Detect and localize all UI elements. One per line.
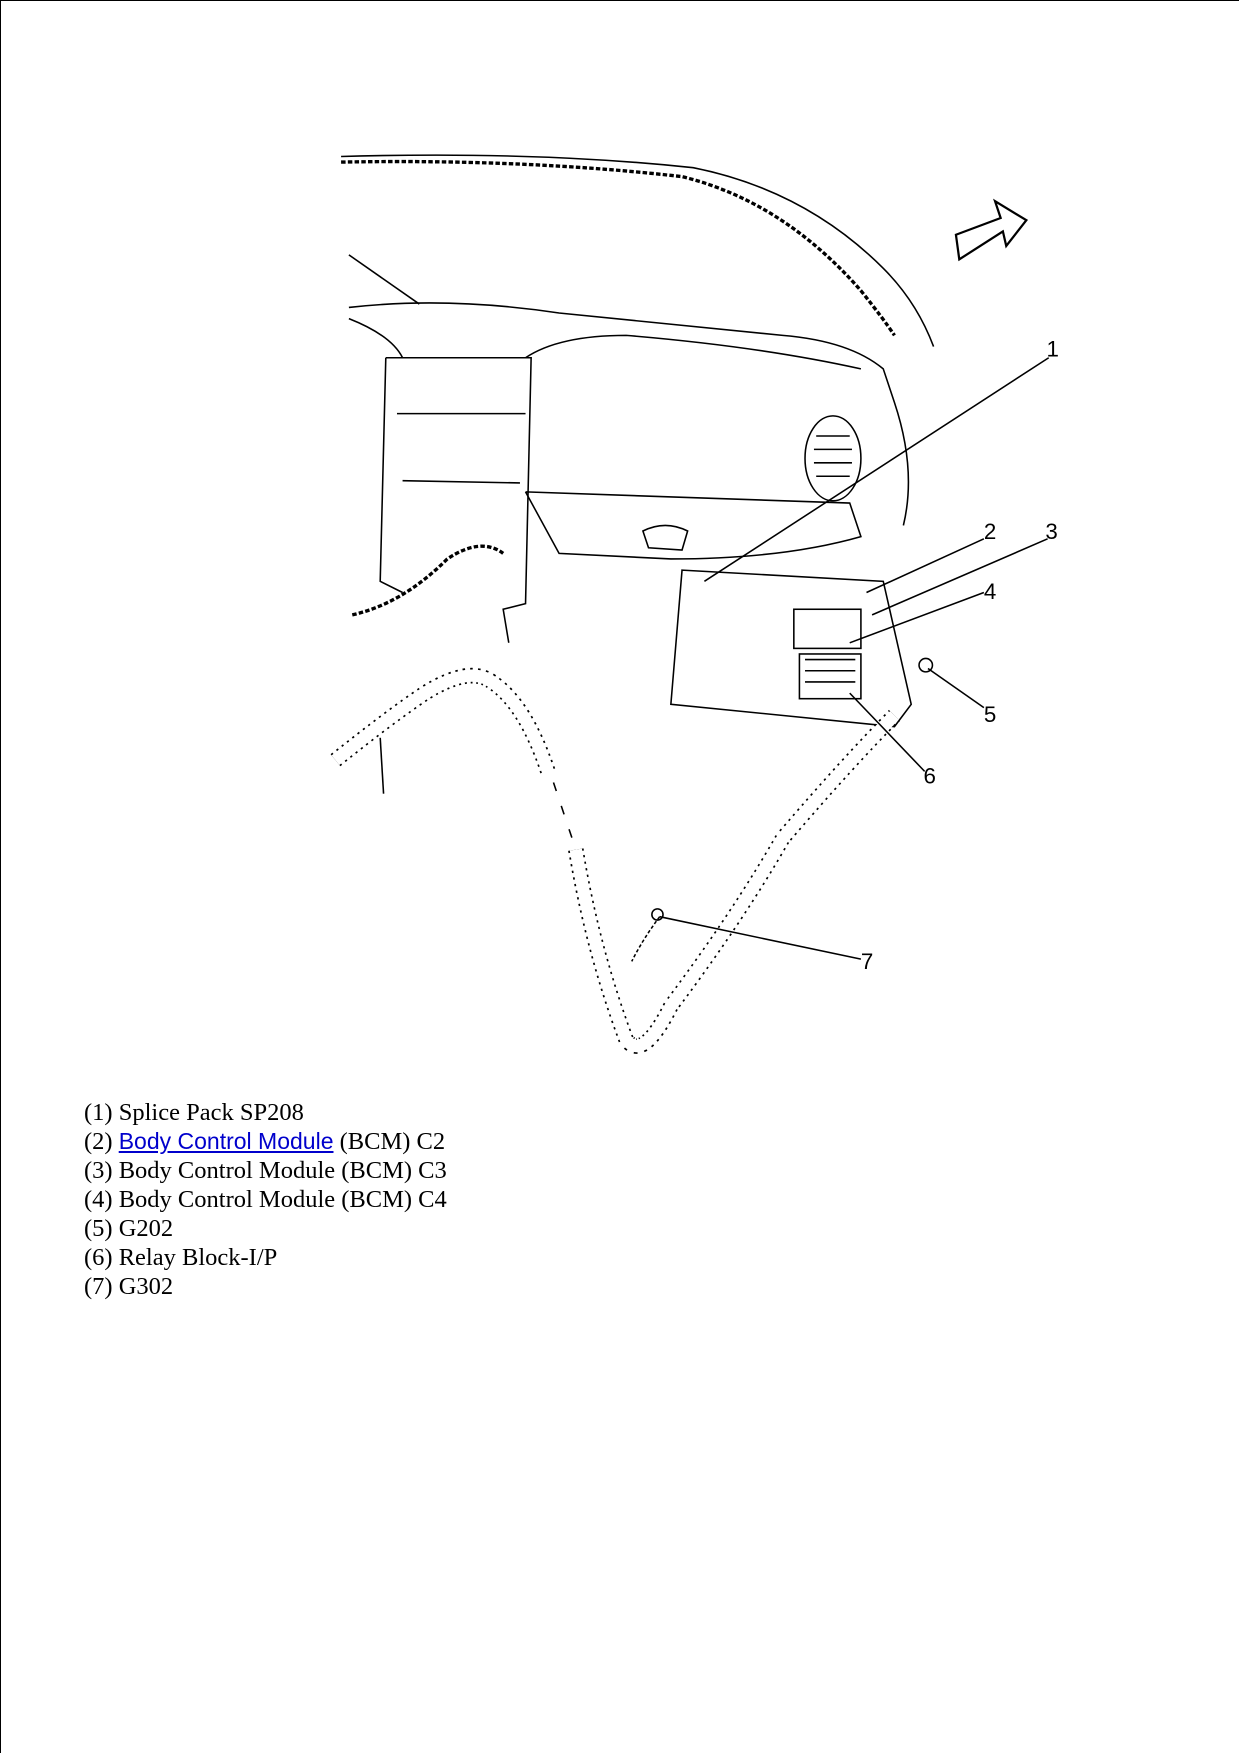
center-harness [351, 544, 505, 617]
callout-2: 2 [984, 519, 996, 544]
legend-text: Body Control Module (BCM) C3 [118, 1157, 447, 1184]
leader-7 [659, 915, 862, 960]
legend-item: (7) G302 [84, 1272, 447, 1301]
legend-item: (4) Body Control Module (BCM) C4 [84, 1185, 447, 1214]
callout-5: 5 [984, 702, 996, 727]
harness-break [552, 782, 577, 850]
leader-6 [849, 692, 926, 772]
leader-5 [927, 667, 985, 709]
legend-number: (5) [84, 1215, 113, 1242]
leader-1 [703, 357, 1050, 582]
legend-item: (5) G202 [84, 1214, 447, 1243]
callout-3: 3 [1045, 519, 1057, 544]
ground-wire [631, 916, 661, 962]
legend-text: Body Control Module (BCM) C4 [118, 1186, 447, 1213]
windshield-edge [341, 154, 935, 347]
callout-7: 7 [861, 949, 873, 974]
legend-number: (7) [84, 1273, 113, 1300]
leader-2 [866, 538, 985, 594]
legend-number: (3) [84, 1157, 113, 1184]
g202-ground [918, 657, 934, 673]
legend-text: (BCM) C2 [339, 1128, 446, 1155]
leader-3 [871, 538, 1048, 616]
bcm-connectors [793, 608, 862, 650]
center-stack-brackets [396, 412, 526, 484]
legend-item: (6) Relay Block-I/P [84, 1243, 447, 1272]
harness-lead [379, 737, 385, 794]
legend-text: Splice Pack SP208 [118, 1099, 304, 1126]
legend-item: (2) Body Control Module (BCM) C2 [84, 1127, 447, 1156]
lower-panel [670, 569, 913, 728]
roof-harness [341, 159, 896, 337]
glove-box [524, 491, 862, 560]
callout-4: 4 [984, 579, 996, 604]
legend-text: G202 [118, 1215, 174, 1242]
relay-block-detail [805, 658, 856, 683]
center-stack-side [379, 357, 403, 594]
callout-6: 6 [924, 764, 936, 789]
dash-contour [348, 317, 862, 370]
direction-arrow [954, 198, 1029, 262]
body-control-module-link[interactable]: Body Control Module [118, 1128, 334, 1154]
legend-number: (2) [84, 1128, 113, 1155]
rear-harness-fill [569, 711, 899, 1053]
legend-number: (6) [84, 1244, 113, 1271]
component-legend: (1) Splice Pack SP208 (2) Body Control M… [84, 1098, 447, 1301]
relay-block [798, 653, 862, 700]
dash-top [348, 302, 910, 526]
legend-text: G302 [118, 1273, 174, 1300]
a-pillar-line [348, 254, 420, 305]
legend-text: Relay Block-I/P [118, 1244, 278, 1271]
g302-ground [651, 908, 664, 921]
legend-number: (1) [84, 1099, 113, 1126]
air-vent [804, 415, 862, 502]
center-stack [385, 356, 532, 643]
legend-number: (4) [84, 1186, 113, 1213]
callout-1: 1 [1046, 337, 1058, 362]
leader-4 [849, 591, 985, 644]
glove-box-handle [641, 524, 689, 551]
legend-item: (1) Splice Pack SP208 [84, 1098, 447, 1127]
air-vent-louvers [813, 435, 852, 478]
legend-item: (3) Body Control Module (BCM) C3 [84, 1156, 447, 1185]
floor-harness-fill [331, 669, 554, 774]
